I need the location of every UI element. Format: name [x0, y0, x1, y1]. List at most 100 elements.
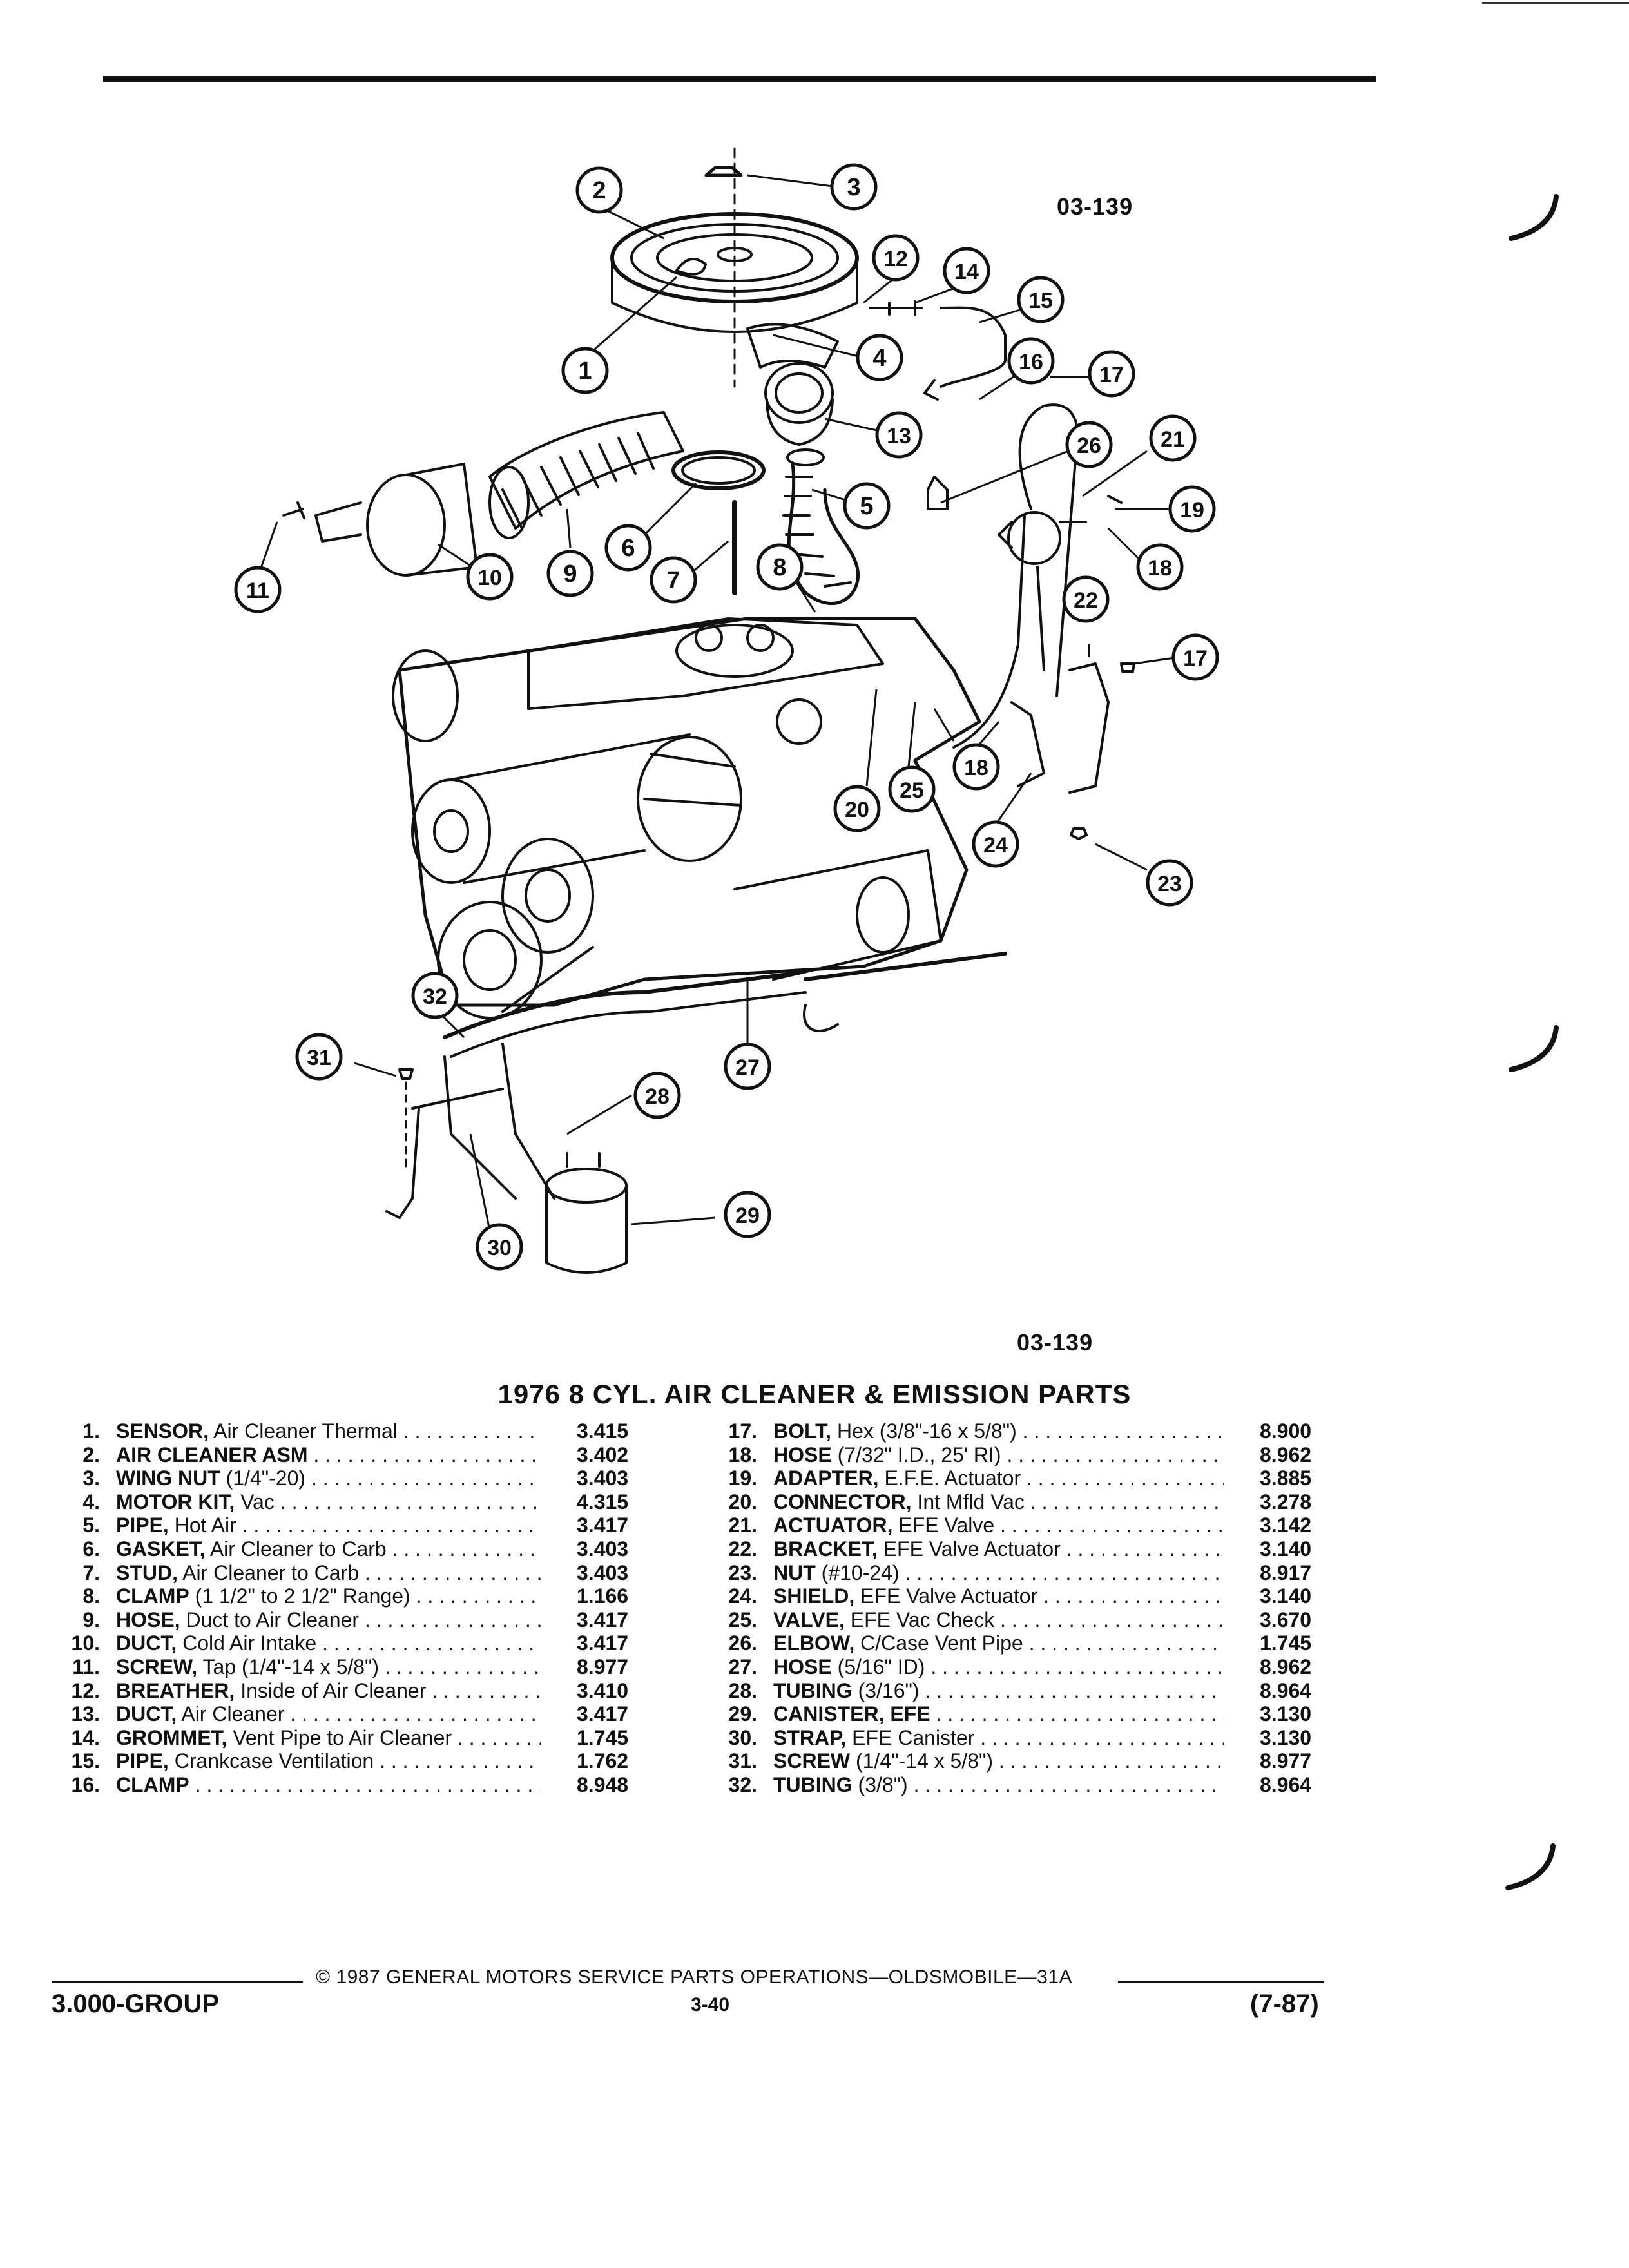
callout-9: 9	[546, 550, 594, 597]
part-number: 25.	[728, 1608, 757, 1631]
callout-label: 9	[563, 561, 577, 588]
part-detail: Hot Air	[168, 1514, 236, 1537]
part-detail: (#10-24)	[815, 1561, 900, 1584]
air-cleaner-assembly	[610, 147, 859, 388]
callout-label: 5	[860, 493, 873, 520]
part-name: STRAP,	[773, 1725, 847, 1749]
part-number: 28.	[728, 1678, 757, 1702]
part-description: PIPE, Crankcase Ventilation	[116, 1749, 541, 1773]
part-name: GASKET,	[116, 1537, 206, 1561]
engine-block	[392, 617, 981, 1019]
group-number: 8.948	[577, 1773, 629, 1796]
part-name: ADAPTER,	[773, 1466, 879, 1490]
part-name: ELBOW,	[773, 1631, 855, 1655]
part-detail: E.F.E. Actuator	[878, 1466, 1021, 1490]
page-title: 1976 8 CYL. AIR CLEANER & EMISSION PARTS	[497, 1379, 1132, 1409]
callout-24: 24	[972, 820, 1019, 868]
part-name: ACTUATOR,	[773, 1514, 893, 1537]
part-description: STRAP, EFE Canister	[773, 1726, 1224, 1750]
part-description: AIR CLEANER ASM	[116, 1443, 541, 1467]
part-description: BRACKET, EFE Valve Actuator	[773, 1537, 1224, 1561]
callout-label: 18	[1148, 556, 1172, 581]
callout-label: 7	[666, 567, 680, 594]
group-number: 8.977	[1260, 1749, 1312, 1773]
part-number: 17.	[728, 1419, 757, 1443]
footer-group-number: 3.000-GROUP	[52, 1990, 220, 2018]
callout-25: 25	[888, 765, 936, 813]
part-detail: Int Mfld Vac	[911, 1490, 1025, 1514]
part-number: 26.	[728, 1631, 757, 1655]
part-name: BREATHER,	[116, 1678, 235, 1702]
callout-23: 23	[1146, 859, 1193, 907]
part-name: WING NUT	[116, 1466, 220, 1490]
parts-list-row: 2.AIR CLEANER ASM3.402	[52, 1443, 696, 1467]
callout-27: 27	[724, 1043, 771, 1090]
group-number: 1.745	[1260, 1631, 1312, 1655]
part-number: 29.	[728, 1702, 757, 1726]
callout-18: 18	[1136, 543, 1184, 591]
footer-page-number: 3-40	[691, 1994, 730, 2015]
binder-mark-2	[1509, 1025, 1559, 1072]
part-number: 32.	[728, 1773, 757, 1796]
callout-32: 32	[411, 972, 459, 1019]
part-name: HOSE,	[116, 1608, 180, 1631]
parts-list-row: 14.GROMMET, Vent Pipe to Air Cleaner1.74…	[52, 1726, 696, 1750]
parts-list-row: 5.PIPE, Hot Air3.417	[52, 1514, 696, 1537]
group-number: 3.410	[577, 1678, 629, 1702]
group-number: 3.140	[1260, 1584, 1312, 1608]
part-description: TUBING (3/16")	[773, 1679, 1224, 1703]
callout-3: 3	[830, 163, 878, 211]
callout-10: 10	[466, 553, 514, 601]
part-description: VALVE, EFE Vac Check	[773, 1608, 1224, 1632]
group-number: 3.403	[577, 1466, 629, 1490]
group-number: 8.917	[1260, 1561, 1312, 1584]
part-name: STUD,	[116, 1561, 178, 1584]
part-name: DUCT,	[116, 1631, 177, 1655]
exploded-parts-diagram: 1234567891011121314151617171818192021222…	[234, 147, 1219, 1274]
part-detail: (1 1/2" to 2 1/2" Range)	[189, 1584, 410, 1608]
part-description: CLAMP	[116, 1773, 541, 1797]
callout-1: 1	[561, 347, 609, 394]
nut-23	[1070, 827, 1088, 840]
parts-list-row: 9.HOSE, Duct to Air Cleaner3.417	[52, 1608, 696, 1632]
part-description: ADAPTER, E.F.E. Actuator	[773, 1466, 1224, 1490]
figure-code-bottom: 03-139	[1017, 1329, 1094, 1356]
group-number: 3.402	[577, 1443, 629, 1466]
parts-list-row: 20.CONNECTOR, Int Mfld Vac3.278	[709, 1490, 1418, 1514]
part-name: SENSOR,	[116, 1419, 209, 1443]
part-detail: EFE Valve Actuator	[854, 1584, 1038, 1608]
part-description: WING NUT (1/4"-20)	[116, 1466, 541, 1490]
part-description: CLAMP (1 1/2" to 2 1/2" Range)	[116, 1584, 541, 1608]
part-detail: Crankcase Ventilation	[168, 1749, 374, 1773]
callout-11: 11	[234, 566, 282, 613]
group-number: 8.964	[1260, 1773, 1312, 1796]
callout-7: 7	[650, 556, 697, 604]
callout-label: 10	[477, 566, 502, 590]
bolt-17-lower	[1120, 662, 1135, 673]
parts-list-row: 18.HOSE (7/32" I.D., 25' RI)8.962	[709, 1443, 1418, 1467]
parts-list-row: 25.VALVE, EFE Vac Check3.670	[709, 1608, 1418, 1632]
parts-list-row: 19.ADAPTER, E.F.E. Actuator3.885	[709, 1466, 1418, 1490]
callout-label: 4	[872, 345, 886, 372]
part-description: DUCT, Cold Air Intake	[116, 1631, 541, 1655]
parts-list-row: 8.CLAMP (1 1/2" to 2 1/2" Range)1.166	[52, 1584, 696, 1608]
part-description: SHIELD, EFE Valve Actuator	[773, 1584, 1224, 1608]
part-number: 5.	[82, 1514, 100, 1537]
part-detail: EFE Valve	[892, 1514, 995, 1537]
part-number: 9.	[82, 1608, 100, 1631]
parts-list-row: 1.SENSOR, Air Cleaner Thermal3.415	[52, 1419, 696, 1443]
callout-label: 28	[645, 1084, 670, 1109]
callout-label: 6	[621, 535, 635, 562]
part-detail: (5/16" ID)	[831, 1655, 925, 1678]
group-number: 1.762	[577, 1749, 629, 1773]
group-number: 3.403	[577, 1561, 629, 1584]
part-detail: (1/4"-14 x 5/8")	[850, 1749, 994, 1773]
part-description: NUT (#10-24)	[773, 1561, 1224, 1585]
hot-air-pipe	[782, 448, 860, 606]
part-number: 15.	[71, 1749, 100, 1773]
part-number: 12.	[71, 1678, 100, 1702]
part-name: HOSE	[773, 1655, 832, 1678]
group-number: 8.900	[1260, 1419, 1312, 1443]
part-detail: (3/16")	[852, 1678, 920, 1702]
parts-list-row: 23.NUT (#10-24)8.917	[709, 1561, 1418, 1585]
